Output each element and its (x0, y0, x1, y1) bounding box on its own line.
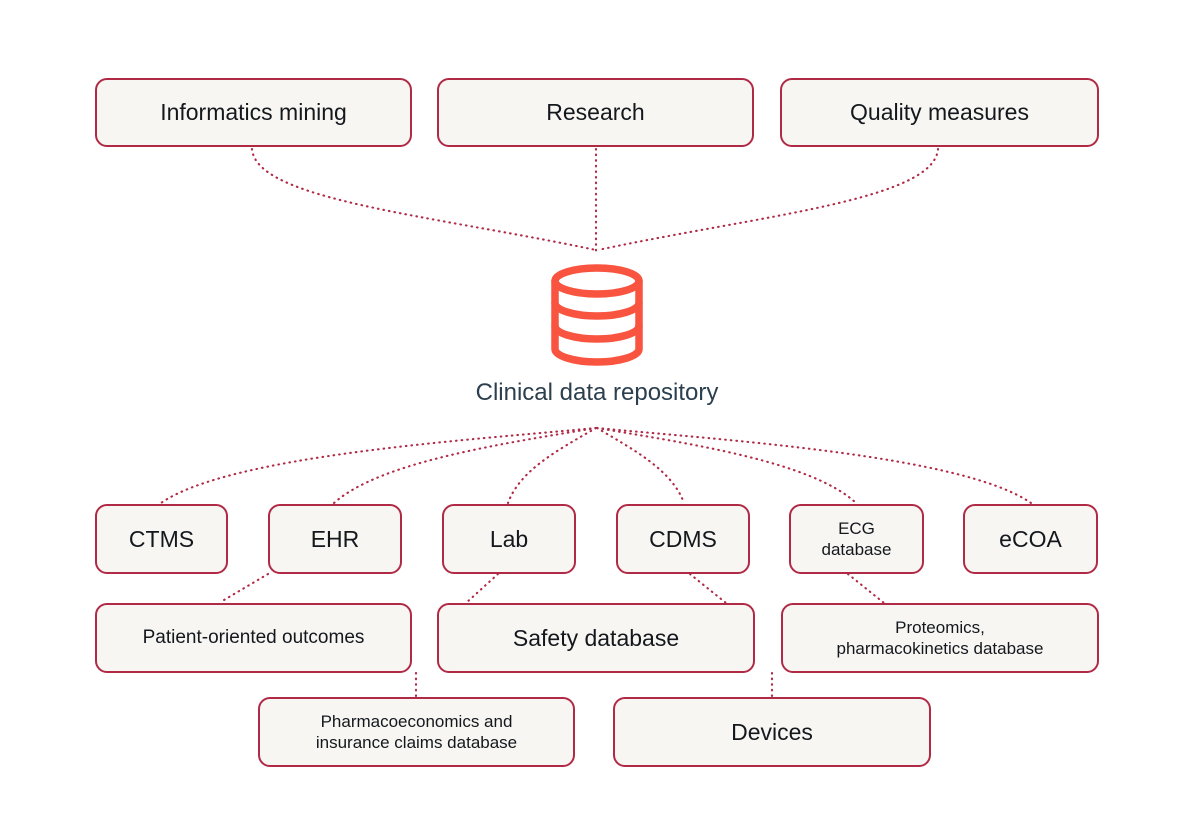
node-quality-measures[interactable]: Quality measures (780, 78, 1099, 147)
node-ehr[interactable]: EHR (268, 504, 402, 574)
node-label: Patient-oriented outcomes (142, 627, 365, 649)
node-proteomics-pharmacokinetics-database[interactable]: Proteomics, pharmacokinetics database (781, 603, 1099, 673)
node-label: EHR (310, 525, 360, 552)
node-safety-database[interactable]: Safety database (437, 603, 755, 673)
edge-hub-to-ehr (332, 426, 598, 505)
edge-hub-to-ecoa (595, 426, 1033, 505)
node-ecg-database[interactable]: ECG database (789, 504, 924, 574)
edge-ecg-database-to-proteomics (846, 572, 886, 605)
node-label: Informatics mining (160, 99, 347, 126)
edge-ehr-to-patient-oriented-outcomes (222, 572, 270, 602)
edge-cdms-to-safety-database (688, 572, 728, 605)
node-informatics-mining[interactable]: Informatics mining (95, 78, 412, 147)
node-label: Safety database (512, 624, 680, 651)
edge-quality-measures-to-hub (596, 147, 940, 252)
node-cdms[interactable]: CDMS (616, 504, 750, 574)
node-label: Lab (489, 525, 529, 552)
node-label: Devices (731, 718, 813, 745)
node-label: CTMS (128, 525, 195, 552)
node-label: CDMS (649, 525, 717, 552)
database-icon (551, 264, 643, 366)
edge-hub-to-ecg-database (595, 426, 858, 505)
node-lab[interactable]: Lab (442, 504, 576, 574)
hub-label: Clinical data repository (475, 379, 719, 406)
edge-hub-to-ctms (159, 426, 598, 505)
node-label: Proteomics, pharmacokinetics database (836, 617, 1044, 658)
node-label: Pharmacoeconomics and insurance claims d… (315, 711, 518, 752)
edge-hub-to-cdms (595, 426, 686, 505)
node-label: Research (546, 99, 645, 126)
node-pharmacoeconomics-insurance-claims-database[interactable]: Pharmacoeconomics and insurance claims d… (258, 697, 575, 767)
node-patient-oriented-outcomes[interactable]: Patient-oriented outcomes (95, 603, 412, 673)
node-label: ECG database (821, 518, 892, 559)
node-research[interactable]: Research (437, 78, 754, 147)
edge-informatics-mining-to-hub (250, 147, 598, 252)
node-ctms[interactable]: CTMS (95, 504, 228, 574)
edge-hub-to-lab (506, 426, 598, 505)
edge-lab-to-safety-database (464, 572, 500, 605)
node-label: Quality measures (850, 99, 1029, 126)
node-label: eCOA (999, 525, 1062, 552)
node-devices[interactable]: Devices (613, 697, 931, 767)
node-ecoa[interactable]: eCOA (963, 504, 1098, 574)
